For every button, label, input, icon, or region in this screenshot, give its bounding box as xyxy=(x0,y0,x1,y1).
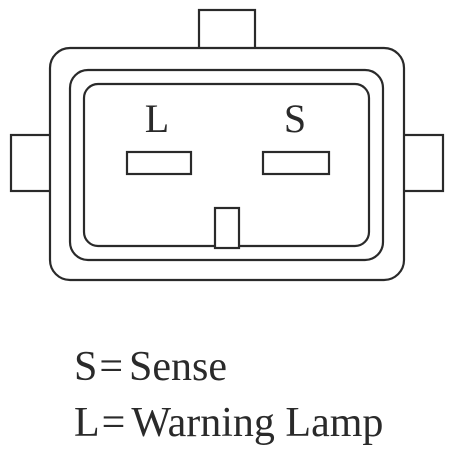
legend-meaning: Warning Lamp xyxy=(131,400,384,446)
legend-entry-warning-lamp: L=Warning Lamp xyxy=(74,402,383,444)
legend-letter: L xyxy=(74,400,100,446)
connector-right-tab xyxy=(401,133,445,193)
legend-meaning: Sense xyxy=(129,344,228,390)
pin-label-l: L xyxy=(145,96,169,141)
legend-letter: S xyxy=(74,344,98,390)
legend-entry-sense: S=Sense xyxy=(74,346,227,388)
terminal-l-blade xyxy=(125,150,193,176)
connector-key-notch xyxy=(213,206,241,250)
terminal-s-blade xyxy=(261,150,331,176)
legend-equals: = xyxy=(99,344,124,390)
legend-equals: = xyxy=(101,400,126,446)
connector-left-tab xyxy=(9,133,53,193)
pin-label-s: S xyxy=(284,96,306,141)
